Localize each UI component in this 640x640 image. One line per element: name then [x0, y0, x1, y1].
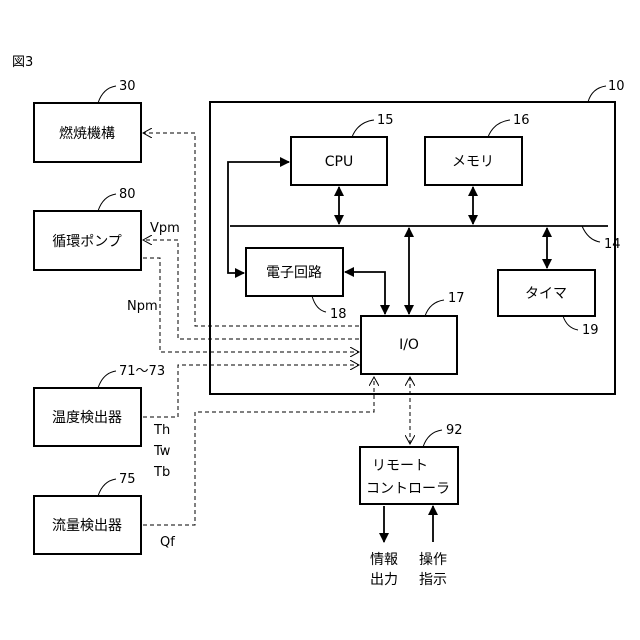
bus-ref: 14	[604, 237, 621, 252]
memory-ref: 16	[513, 113, 530, 128]
signal-tw: Tw	[153, 444, 171, 459]
memory-label: メモリ	[452, 154, 494, 170]
signal-qf: Qf	[160, 535, 175, 550]
figure-label: 図3	[12, 55, 33, 70]
io-label: I/O	[399, 337, 419, 353]
remote-ref: 92	[446, 423, 463, 438]
cpu-ref: 15	[377, 113, 394, 128]
signal-th: Th	[153, 423, 170, 438]
controller-ref-leader	[588, 86, 606, 102]
flow-detector-label: 流量検出器	[52, 518, 122, 534]
temp-detector-ref-leader	[98, 371, 116, 388]
electronic-circuit-label: 電子回路	[266, 265, 322, 281]
cpu-label: CPU	[325, 154, 353, 170]
remote-label-line2: コントローラ	[366, 481, 450, 497]
operation-input-line1: 操作	[419, 552, 447, 568]
flow-detector-ref-leader	[98, 479, 116, 496]
remote-label-line1: リモート	[372, 458, 428, 474]
combustion-ref: 30	[119, 79, 136, 94]
info-output-line1: 情報	[370, 552, 398, 568]
combustion-label: 燃焼機構	[59, 125, 115, 142]
remote-ref-leader	[423, 430, 442, 447]
signal-tb: Tb	[153, 465, 170, 480]
timer-ref: 19	[582, 323, 599, 338]
flow-detector-ref: 75	[119, 472, 136, 487]
electronic-circuit-ref: 18	[330, 307, 347, 322]
timer-label: タイマ	[525, 286, 567, 302]
io-ref: 17	[448, 291, 465, 306]
pump-label: 循環ポンプ	[52, 234, 122, 250]
signal-vpm: Vpm	[150, 221, 180, 236]
temp-detector-ref: 71～73	[119, 364, 165, 379]
signal-npm: Npm	[127, 299, 158, 314]
pump-ref: 80	[119, 187, 136, 202]
pump-ref-leader	[98, 194, 116, 211]
info-output-line2: 出力	[370, 572, 398, 588]
operation-input-line2: 指示	[419, 572, 447, 588]
temp-detector-label: 温度検出器	[52, 410, 122, 426]
combustion-ref-leader	[98, 86, 116, 103]
controller-ref: 10	[608, 79, 625, 94]
